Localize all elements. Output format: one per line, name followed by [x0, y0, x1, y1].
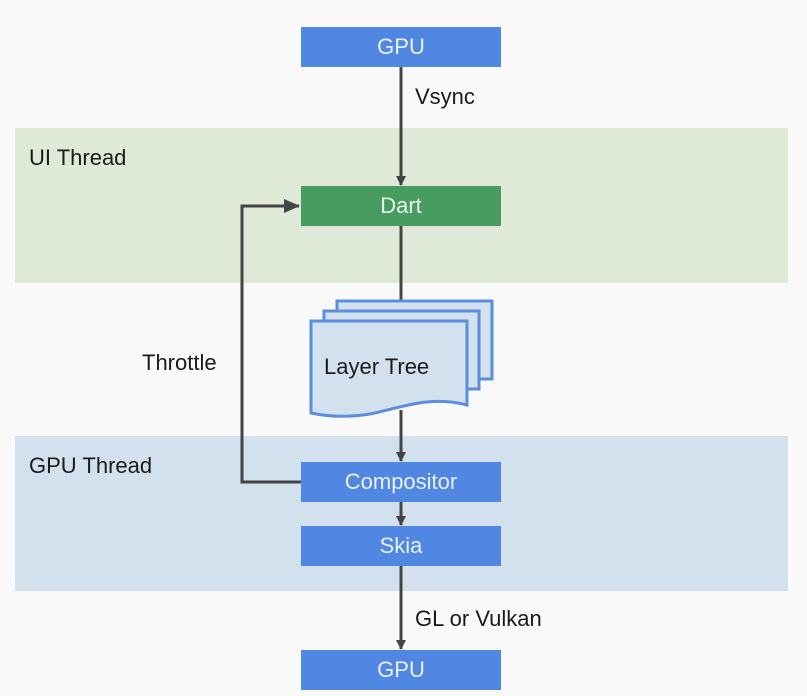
layer-tree-page-front: [309, 319, 469, 418]
throttle-arrow: [240, 199, 301, 484]
gpu-bottom-node: GPU: [301, 650, 501, 690]
ui-thread-label: UI Thread: [29, 145, 127, 170]
vsync-label: Vsync: [415, 84, 475, 109]
layer-tree-shape: [309, 299, 494, 418]
gpu-top-node: GPU: [301, 27, 501, 67]
throttle-label: Throttle: [142, 350, 217, 375]
dart-node: Dart: [301, 186, 501, 226]
gpu-thread-label: GPU Thread: [29, 453, 153, 478]
compositor-node: Compositor: [301, 462, 501, 502]
layer-tree-label: Layer Tree: [324, 354, 430, 379]
skia-node: Skia: [301, 526, 501, 566]
gl-or-vulkan-label: GL or Vulkan: [415, 606, 542, 631]
